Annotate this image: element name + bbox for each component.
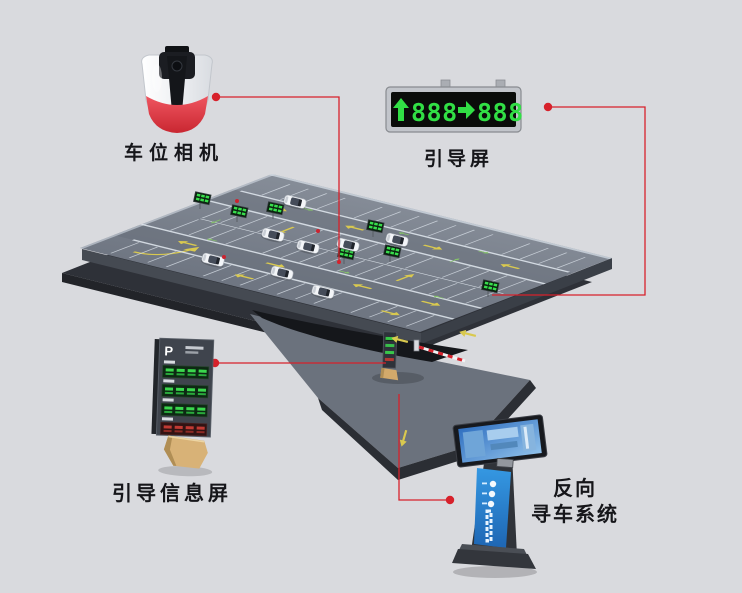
deck-sensor-marker [222,255,226,259]
floor-led-sign [481,279,500,297]
guidance-led-display: 888 888 [385,79,524,133]
camera-lens-column [167,56,187,115]
totem-base [163,435,208,469]
camera-device [141,46,213,133]
deck-side-right [421,258,612,344]
connector-line [211,92,341,264]
deck-side-left [82,249,421,344]
camera-red-skirt [146,96,208,133]
floor-led-sign [230,204,249,222]
kiosk-label-line2: 寻车系统 [531,504,619,526]
parked-car [260,227,285,243]
parked-car [200,252,225,268]
info-totem-device: P [151,337,215,477]
kiosk-screen [452,414,548,468]
kiosk-panel-text [485,509,493,543]
floor-led-sign [266,201,285,219]
totem-side-edge [151,338,161,435]
kiosk-icon [487,500,495,508]
ramp-deck-edge [318,380,536,480]
parked-car [282,194,307,210]
totem-led-rows [160,360,210,437]
led-right-digits: 888 [477,98,524,127]
floor-led-sign [366,219,385,237]
totem-base-shade [163,435,177,466]
deck-sensor-marker [235,199,239,203]
connector-dot [543,102,553,112]
connector-dot [211,92,221,102]
kiosk-front-panel [474,468,511,548]
parked-car [310,284,335,300]
floor-led-sign [383,244,402,262]
totem-p-logo: P [164,343,174,358]
led-left-digits: 888 [411,98,458,127]
camera-gloss [152,64,162,92]
floor-led-signs [193,191,500,297]
kiosk-device [452,414,548,578]
camera-lens-icon [171,60,183,72]
connector-lines [210,92,646,505]
camera-label: 车位相机 [124,143,225,164]
connector-dot [445,495,455,505]
entrance-area [372,331,466,384]
entrance-barrier [413,339,466,363]
connector-line [398,394,455,505]
guidance-screen-label: 引导屏 [424,149,494,170]
kiosk-icon [489,480,497,488]
led-screen [391,92,516,127]
deck-sensor-marker [316,229,320,233]
kiosk-base [452,549,536,569]
deck-sensor-markers [222,199,320,259]
kiosk-label: 反向 寻车系统 [508,476,642,528]
parked-car [384,232,409,248]
mini-guidance-totem [380,331,399,381]
floor-led-sign [193,191,212,209]
kiosk-label-line1: 反向 [553,478,597,500]
info-screen-label: 引导信息屏 [112,483,232,505]
totem-header-text [185,351,199,354]
connector-line [492,102,646,296]
led-up-arrow-icon [393,98,409,121]
led-right-arrow-icon [458,101,475,119]
kiosk-card-reader [496,458,514,468]
parked-car [269,265,294,281]
ramp-lane-arrows [391,329,477,447]
kiosk-panel-icons [482,480,497,508]
parked-car [295,239,320,255]
kiosk-icon [488,490,496,498]
totem-header-text [185,346,204,350]
